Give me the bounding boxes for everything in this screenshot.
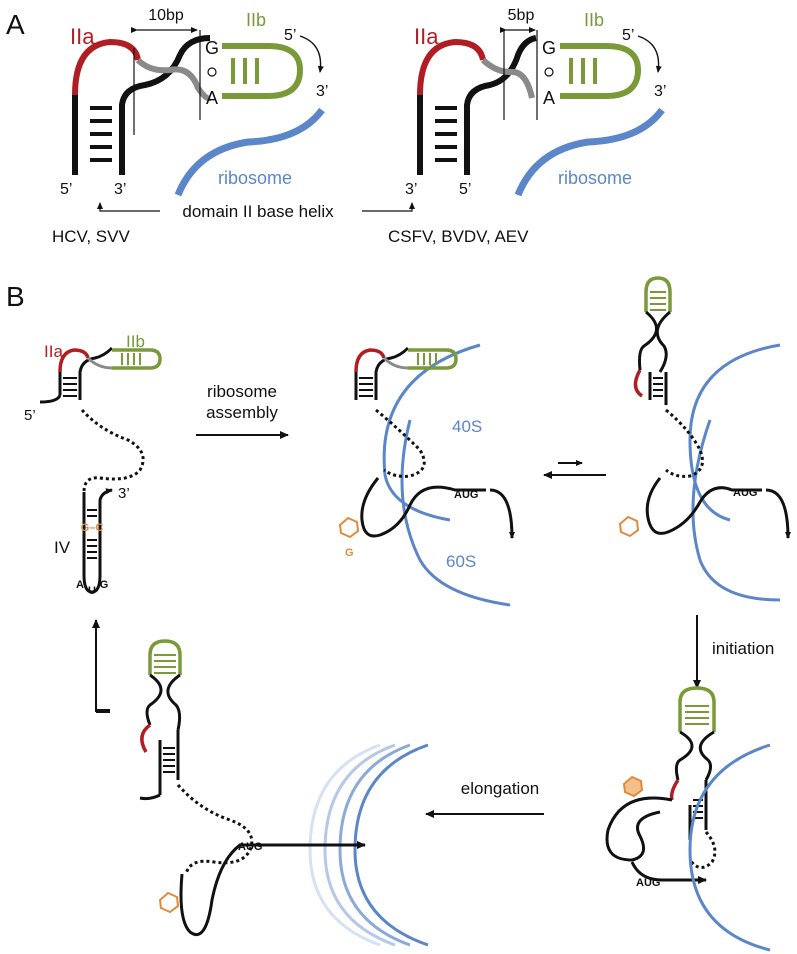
noncanonical-pair-icon [207,67,217,77]
ribosome-surface-right [514,107,665,197]
assembly-label-line2: assembly [206,403,278,422]
three-prime-top-right: 3’ [654,83,666,100]
flipped-guanine-icon-displaced [618,515,640,538]
five-prime-bottom-right: 5’ [459,181,471,198]
iib-displaced-state: AUG [618,276,791,602]
ribosome-shadow-2 [323,743,396,947]
ribosome-initiation [688,743,771,952]
flipped-guanine-icon [338,516,360,539]
three-prime-bottom-right: 3’ [405,181,417,198]
iib-hairpin-initiation [678,686,716,732]
three-prime-small: 3’ [118,485,130,502]
aug-codon-displaced: AUG [733,487,757,499]
pair-bottom-a-right: A [543,88,555,108]
aug-codon-initiation: AUG [636,877,660,889]
assembly-label-line1: ribosome [207,382,277,401]
spacing-label-right: 5bp [508,7,535,24]
panel-a-left-construct: 10bp G A IIb IIa 5’ 3’ ribosome 5’ 3’ HC… [52,7,328,246]
iia-label-right: IIa [414,24,439,49]
linker-strand-lower [119,35,211,175]
ribosome-label-right: ribosome [558,168,632,188]
panel-b-letter: B [6,281,25,312]
loop-u: U [88,585,96,597]
panel-a-right-construct: 5bp G A IIb IIa 5’ 3’ ribosome 3’ 5’ CSF… [362,7,666,246]
initiation-complex-state: AUG [605,686,771,952]
unstructured-linker [80,408,145,493]
aug-codon: AUG [454,489,478,501]
iib-hairpin [222,43,304,99]
flipped-guanine-icon-initiation [622,775,644,798]
virus-list-right: CSFV, BVDV, AEV [388,227,529,246]
iib-hairpin-elongation [148,639,182,675]
subunit-40s-label: 40S [452,417,482,436]
flipped-base-label: G [345,547,354,559]
elongation-state: AUG [139,639,429,947]
ribosome-label: ribosome [218,168,292,188]
base-helix-pointer-right [362,202,415,212]
five-prime-top: 5’ [284,27,296,44]
iia-base-pairs [90,106,112,162]
iib-hairpin-small [112,348,162,370]
ribosome-shadow-1 [308,743,381,947]
virus-list-left: HCV, SVV [52,227,130,246]
direction-arrow-right [637,35,662,73]
iia-label-small: IIa [44,342,63,361]
iia-loop-right [417,38,486,96]
free-ires-state: IIa IIb 5’ 3’ G–C IV A U G [24,332,162,597]
five-prime-bottom: 5’ [60,181,72,198]
ribosome-elongating [353,743,429,947]
five-prime-top-right: 5’ [622,27,634,44]
pair-top-g-right: G [542,38,556,58]
loop-g: G [100,579,109,591]
ribosome-surface [174,107,325,197]
iib-label-small: IIb [126,332,145,351]
base-helix-pointer-left [97,202,160,212]
iib-base-pairs [231,58,259,84]
base-helix-label: domain II base helix [182,202,334,221]
three-prime-top: 3’ [316,83,328,100]
iib-label: IIb [246,10,266,30]
pair-bottom-a: A [206,88,218,108]
three-prime-bottom: 3’ [114,181,126,198]
pair-top-g: G [205,38,219,58]
iia-label: IIa [70,24,95,49]
iib-label-right: IIb [584,10,604,30]
subunit-60s [400,419,511,607]
g-c-pair-label: G–C [81,522,104,534]
domain-iv-label: IV [54,538,71,557]
iia-loop-small [58,348,90,373]
noncanonical-pair-icon-right [544,67,554,77]
initiation-label: initiation [712,639,774,658]
loop-a: A [76,579,84,591]
panel-a-letter: A [6,9,25,40]
iia-loop [72,38,141,96]
ribosome-shadow-3 [338,743,411,947]
spacing-label: 10bp [148,7,184,24]
subunit-40s [382,343,481,522]
aug-codon-elongation: AUG [238,841,262,853]
ribosome-bound-state: 40S 60S AUG G [338,343,515,607]
direction-arrow [299,35,324,73]
iib-hairpin-right [560,43,642,99]
looped-strand [605,796,673,862]
flipped-guanine-icon-elongation [158,891,180,914]
elongation-label: elongation [461,779,539,798]
five-prime-small: 5’ [24,407,36,424]
linker-strand-upper [135,57,212,102]
subunit-60s-label: 60S [446,552,476,571]
